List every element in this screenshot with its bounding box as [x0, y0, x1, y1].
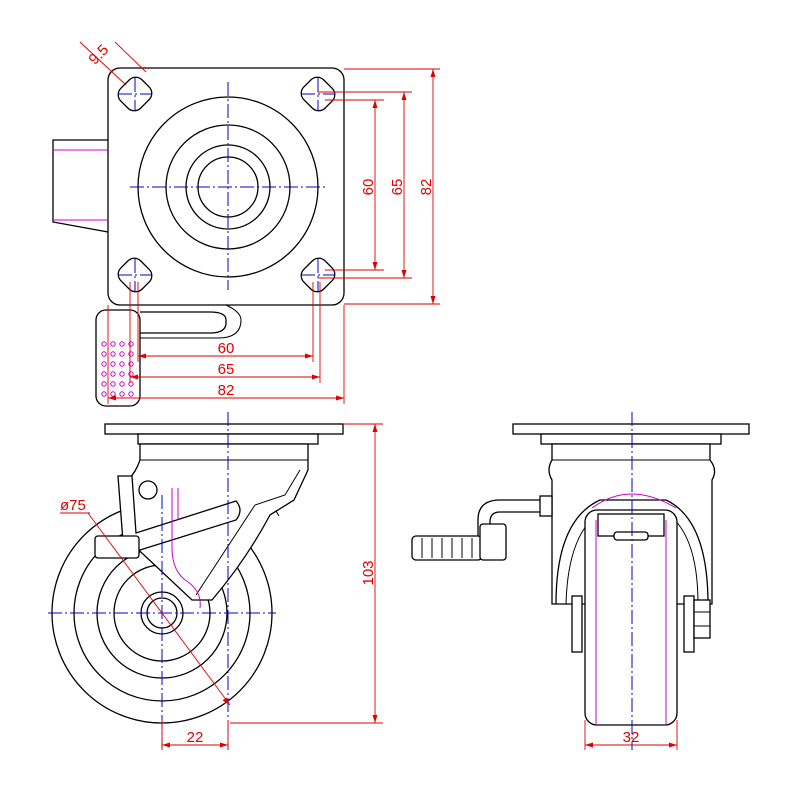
dim-swivel-offset: 22 — [187, 729, 204, 746]
side-brake-pedal — [94, 535, 140, 559]
dim-wheel-diameter: ø75 — [60, 497, 86, 514]
brake-lever-arm — [140, 311, 227, 334]
brake-pedal — [95, 309, 141, 407]
side-dimension-lines — [60, 423, 383, 750]
axle-nut — [693, 599, 711, 639]
side-mounting-plate — [104, 423, 344, 435]
dimension-lines-vertical — [318, 68, 440, 305]
top-view: 60 65 82 60 65 82 9.5 — [52, 41, 440, 407]
front-view: 32 — [411, 412, 750, 750]
brake-bracket — [52, 139, 109, 233]
front-fork — [555, 499, 709, 605]
dimension-lines-horizontal — [107, 282, 345, 404]
dim-plate-width: 82 — [218, 382, 235, 399]
dim-hole-spacing-v-outer: 65 — [389, 179, 406, 196]
dim-hole-spacing-v: 60 — [360, 179, 377, 196]
dim-bolt-hole: 9.5 — [85, 41, 112, 68]
dim-overall-height: 103 — [360, 560, 377, 585]
front-wheel — [584, 509, 678, 726]
bolt-slots — [117, 76, 336, 293]
front-mounting-plate — [512, 423, 750, 435]
side-brake-lever — [117, 475, 241, 556]
dim-hole-spacing-h: 60 — [218, 340, 235, 357]
side-view: ø75 103 22 — [48, 412, 383, 750]
pedal-grip-dots — [101, 341, 134, 397]
dim-plate-height: 82 — [418, 179, 435, 196]
dim-hole-spacing-h-outer: 65 — [218, 361, 235, 378]
dim-wheel-width: 32 — [623, 729, 640, 746]
